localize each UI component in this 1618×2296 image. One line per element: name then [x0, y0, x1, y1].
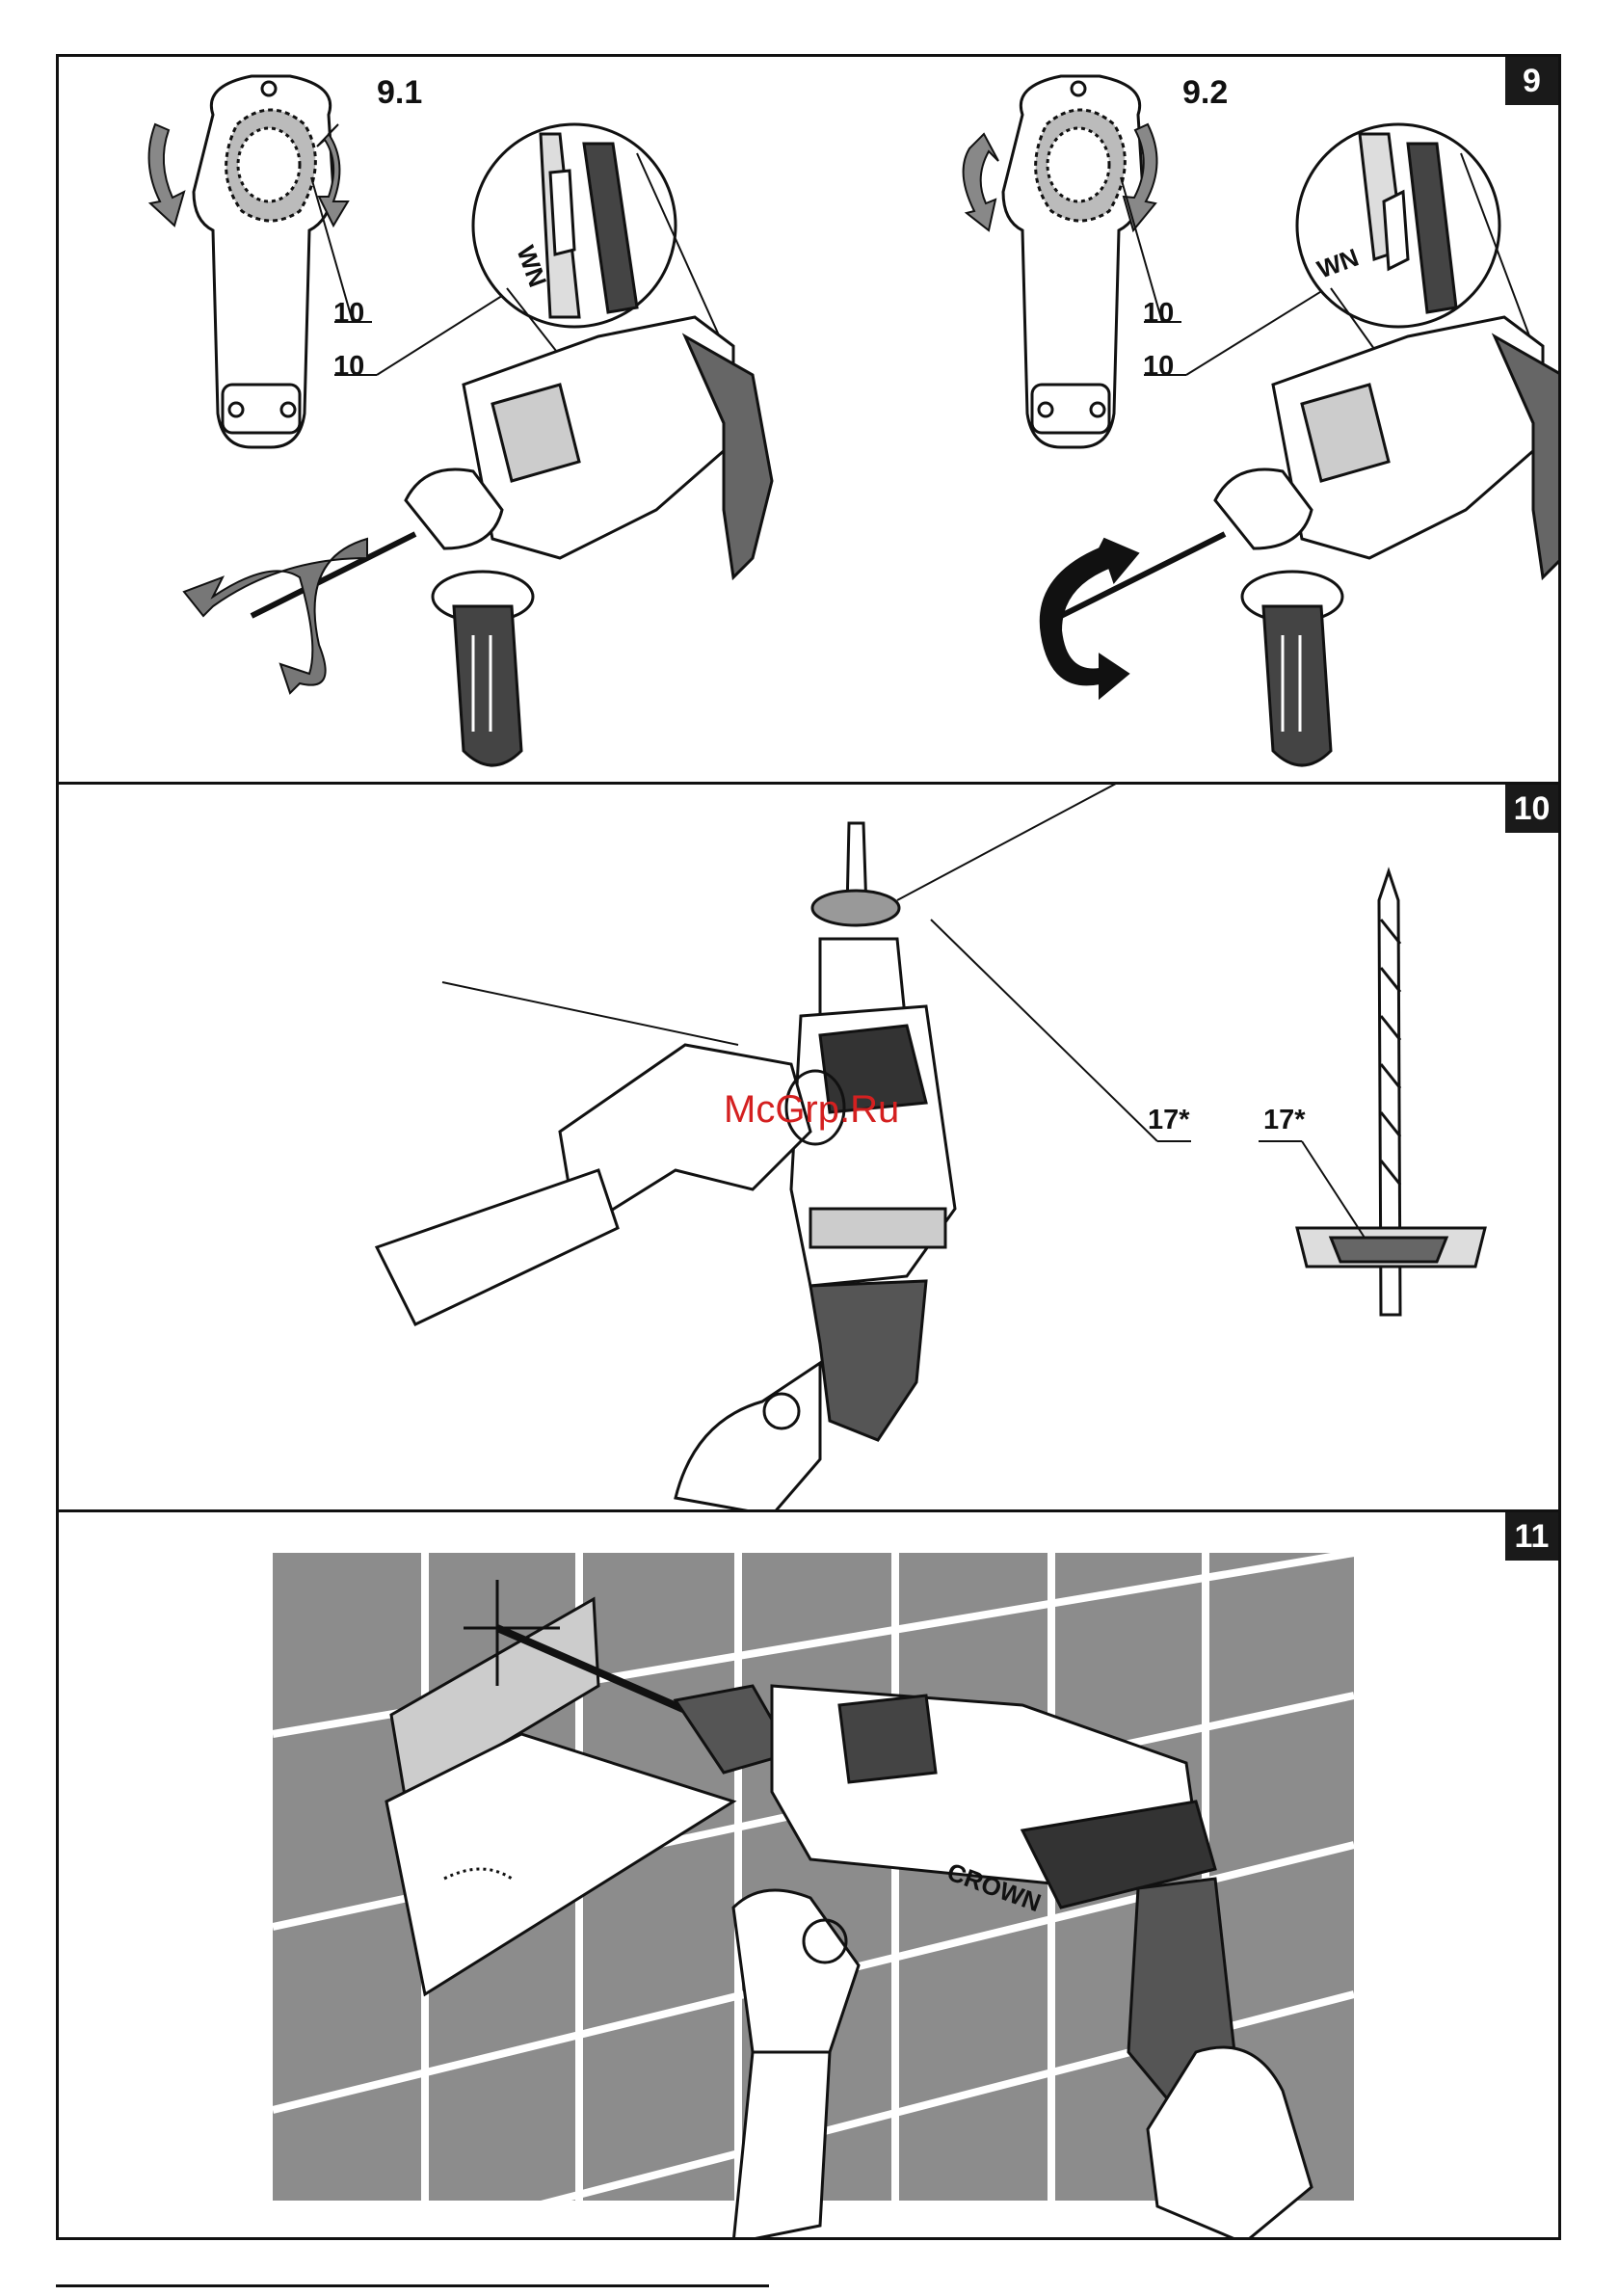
- rotate-arrow-left-icon-b: [964, 134, 998, 230]
- watermark: McGrp.Ru: [724, 1088, 899, 1132]
- callout-10-d: 10: [1143, 351, 1174, 383]
- figure-10-panel: 10: [56, 782, 1561, 1512]
- figure-10-illustration: [59, 785, 1561, 1512]
- figure-9-panel: 9 9.1 9.2: [56, 54, 1561, 785]
- magnifier-detail-right: WN: [1297, 124, 1499, 327]
- rotation-direction-right-icon: [1041, 539, 1138, 698]
- magnifier-detail-left: WN: [473, 124, 676, 327]
- callout-10-a: 10: [333, 298, 364, 330]
- figure-11-panel: 11: [56, 1509, 1561, 2240]
- rotary-hammer-left: [252, 317, 772, 765]
- callout-17-b: 17*: [1263, 1105, 1306, 1136]
- rotary-hammer-right: [1061, 317, 1561, 765]
- arm-left: [377, 1045, 844, 1324]
- figure-9-illustration: WN: [59, 57, 1561, 785]
- side-handle-detail-right: [1003, 76, 1143, 447]
- footer-rule: [56, 2284, 769, 2287]
- rotate-arrow-left-icon: [149, 124, 184, 226]
- rotation-direction-left-icon: [184, 539, 367, 693]
- callout-10-c: 10: [1143, 298, 1174, 330]
- figure-11-illustration: CROWN: [59, 1512, 1561, 2240]
- callout-17-a: 17*: [1148, 1105, 1190, 1136]
- side-handle-detail-left: [194, 76, 333, 447]
- dust-cup-detail: [1297, 871, 1485, 1315]
- callout-10-b: 10: [333, 351, 364, 383]
